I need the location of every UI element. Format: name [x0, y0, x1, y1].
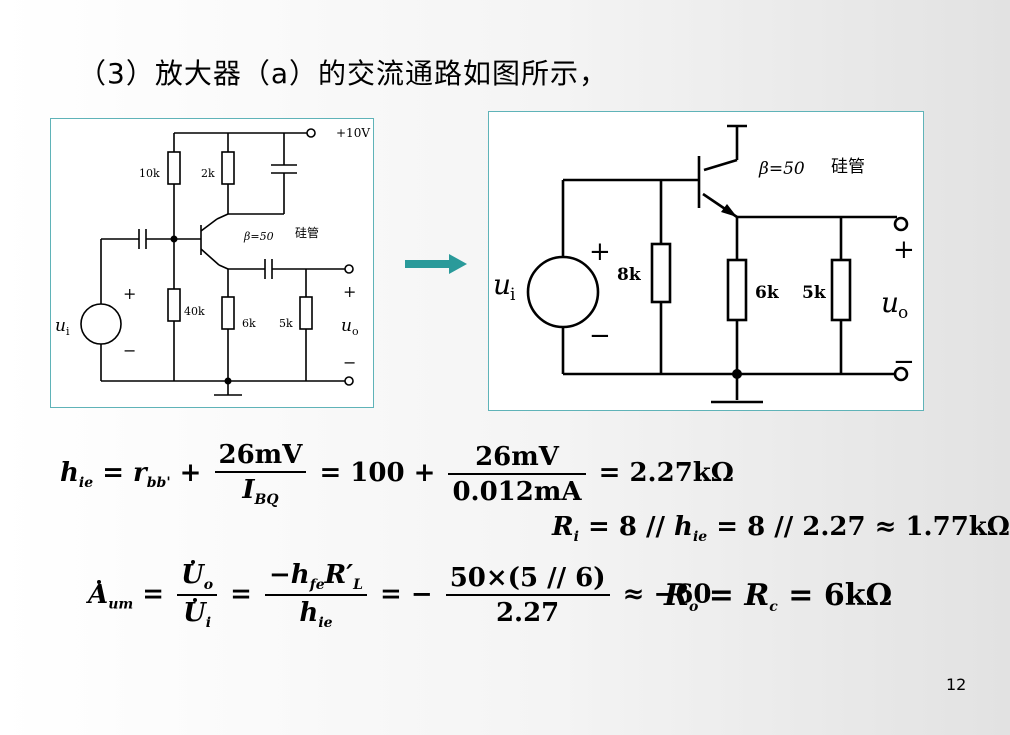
- eq4-lhs: R: [664, 578, 689, 613]
- eq3-den2-sub: ie: [318, 615, 333, 631]
- minus-out-a: −: [343, 353, 356, 372]
- eq1-result: = 2.27kΩ: [598, 458, 734, 488]
- rl-label: 5k: [802, 283, 827, 303]
- r5-label: 5k: [279, 317, 293, 330]
- eq3-lhs: A: [88, 579, 109, 610]
- rc-label: 6k: [755, 283, 780, 303]
- minus-in-a: −: [123, 341, 136, 360]
- eq3-num2: −h: [269, 560, 310, 590]
- equation-ri: Ri = 8 // hie = 8 // 2.27 ≈ 1.77kΩ: [552, 512, 1010, 545]
- r4-label: 6k: [242, 317, 256, 330]
- r1-label: 10k: [139, 167, 160, 180]
- eq1-fraction-2: 26mV 0.012mA: [448, 442, 586, 507]
- circuit-b-diagram: β=50 硅管 8k 6k 5k + − + − u i u o: [493, 124, 915, 404]
- rb-label: 8k: [617, 265, 642, 285]
- supply-label: +10V: [336, 126, 370, 140]
- eq3-den1-sub: i: [205, 615, 212, 631]
- uo-label-a: u: [341, 316, 352, 336]
- eq1-fraction-1: 26mV IBQ: [214, 440, 307, 508]
- eq4-result: = 6kΩ: [788, 578, 893, 613]
- eq3-num1-sub: o: [203, 577, 214, 593]
- eq4-r-sub: c: [769, 599, 778, 615]
- eq1-r-sub: bb': [146, 475, 171, 491]
- eq3-fraction-1: Uo Ui: [177, 560, 218, 631]
- eq4-mid: =: [708, 578, 734, 613]
- circuit-b-panel: β=50 硅管 8k 6k 5k + − + − u i u o: [488, 111, 924, 411]
- eq1-lhs: h: [60, 458, 79, 488]
- uo-sub-a: o: [352, 325, 359, 338]
- eq1-lhs-sub: ie: [78, 475, 94, 491]
- beta-label-a: β=50: [243, 230, 274, 243]
- eq2-h: h: [674, 512, 693, 542]
- equation-ro: Ro = Rc = 6kΩ: [664, 578, 892, 615]
- eq3-den3: 2.27: [495, 598, 560, 628]
- page-number: 12: [946, 675, 967, 694]
- ui-label-b: u: [493, 268, 511, 301]
- eq1-num2: 26mV: [448, 442, 586, 475]
- ui-sub-a: i: [66, 325, 70, 338]
- minus-out-b: −: [893, 347, 915, 377]
- plus-out-b: +: [893, 235, 915, 265]
- eq3-num2b: R′: [324, 560, 354, 590]
- plus-out-a: +: [343, 282, 356, 301]
- uo-label-b: u: [881, 286, 899, 319]
- eq4-r: R: [744, 578, 770, 613]
- eq3-den2: h: [299, 598, 319, 628]
- eq3-fraction-2: −hfeR′L hie: [265, 560, 367, 631]
- equation-hie: hie = rbb' + 26mV IBQ = 100 + 26mV 0.012…: [60, 440, 734, 508]
- eq2-lhs: R: [552, 512, 574, 542]
- eq3-lhs-sub: um: [108, 596, 134, 613]
- eq1-num1: 26mV: [214, 440, 307, 473]
- uo-sub-b: o: [898, 303, 908, 323]
- beta-label-b: β=50: [758, 159, 805, 179]
- r2-label: 2k: [201, 167, 215, 180]
- slide-title: （3）放大器（a）的交流通路如图所示，: [78, 57, 608, 90]
- eq1-den2: 0.012mA: [452, 476, 582, 507]
- ui-sub-b: i: [510, 285, 516, 305]
- eq1-den1: I: [242, 475, 255, 505]
- eq2-result: = 8 // 2.27 ≈ 1.77kΩ: [716, 512, 1010, 542]
- eq1-r: r: [133, 458, 147, 488]
- eq2-lhs-sub: i: [573, 529, 579, 545]
- equation-aum: Aum = Uo Ui = −hfeR′L hie = − 50×(5 // 6…: [88, 560, 712, 631]
- plus-in-b: +: [589, 237, 611, 267]
- eq3-den1: U: [183, 598, 206, 628]
- eq3-num2-sub: fe: [309, 577, 325, 593]
- eq3-num2b-sub: L: [353, 577, 363, 593]
- eq3-num1: U: [181, 560, 204, 590]
- eq2-h-sub: ie: [692, 529, 708, 545]
- plus-in-a: +: [123, 284, 136, 303]
- eq4-lhs-sub: o: [688, 599, 699, 615]
- circuit-a-diagram: +10V 10k 2k β=50 硅管 40k 6k 5k + − + − u …: [55, 126, 370, 396]
- ui-label-a: u: [55, 316, 66, 336]
- eq3-num3: 50×(5 // 6): [445, 563, 610, 596]
- eq2-mid: = 8 //: [588, 512, 675, 542]
- eq3-fraction-3: 50×(5 // 6) 2.27: [445, 563, 610, 628]
- minus-in-b: −: [589, 321, 611, 351]
- transistor-type-b: 硅管: [831, 157, 865, 177]
- arrow-icon: [405, 254, 467, 274]
- transistor-type-a: 硅管: [295, 225, 319, 240]
- eq3-result: ≈ −60: [622, 579, 712, 610]
- eq1-mid: = 100 +: [319, 458, 436, 488]
- eq1-den1-sub: BQ: [254, 492, 279, 508]
- r3-label: 40k: [184, 305, 205, 318]
- circuit-a-panel: +10V 10k 2k β=50 硅管 40k 6k 5k + − + − u …: [50, 118, 374, 408]
